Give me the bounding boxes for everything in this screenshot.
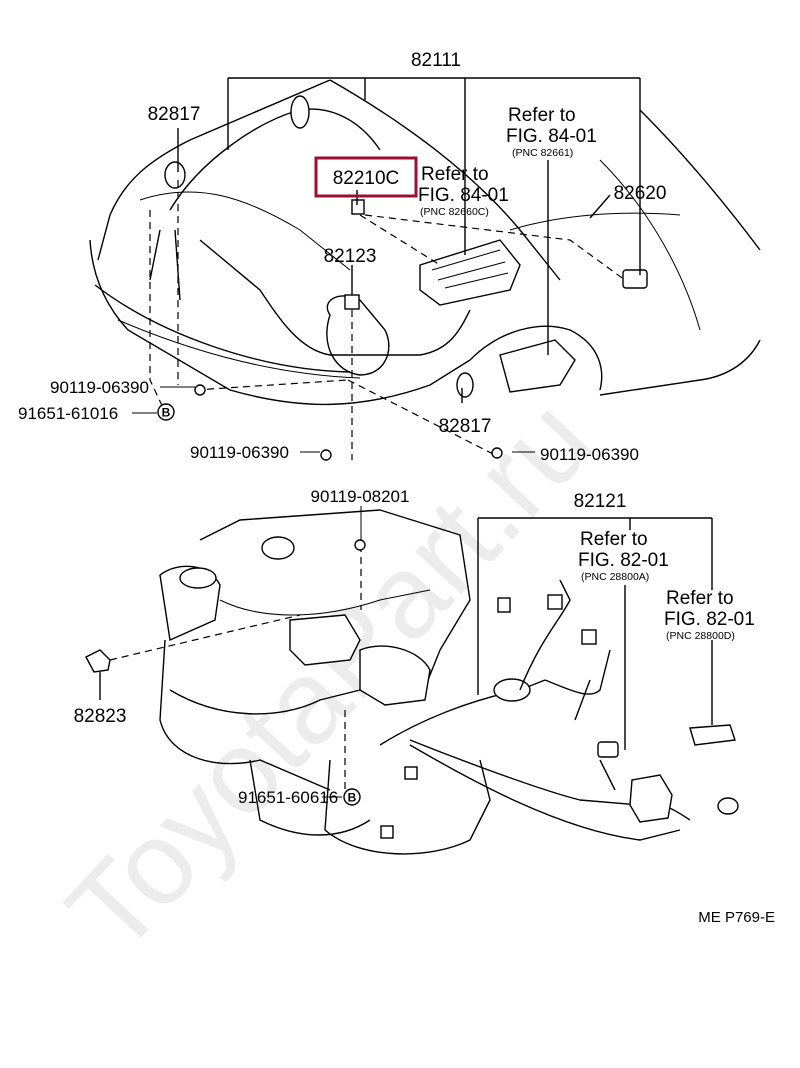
diagram-code: ME P769-E xyxy=(698,909,775,926)
ref-note-1-line1: Refer to xyxy=(508,105,576,126)
ref-note-4-pnc: (PNC 28800D) xyxy=(666,630,735,642)
ref-note-3-pnc: (PNC 28800A) xyxy=(581,571,649,583)
ref-note-84-01-82661: Refer to FIG. 84-01 (PNC 82661) xyxy=(506,105,597,159)
part-label-82823[interactable]: 82823 xyxy=(74,706,127,727)
ref-note-82-01-28800d: Refer to FIG. 82-01 (PNC 28800D) xyxy=(664,588,755,642)
ref-note-2-line1: Refer to xyxy=(421,164,489,185)
ref-note-3-line2[interactable]: FIG. 82-01 xyxy=(578,550,669,571)
part-label-90119-06390-b[interactable]: 90119-06390 xyxy=(190,443,289,462)
ref-note-4-line1: Refer to xyxy=(666,588,734,609)
part-label-82817-mid[interactable]: 82817 xyxy=(439,416,492,437)
ref-note-2-line2[interactable]: FIG. 84-01 xyxy=(418,185,509,206)
bolt-marker-2-text: B xyxy=(348,791,357,805)
part-label-82111[interactable]: 82111 xyxy=(411,50,461,71)
bolt-marker-1: B xyxy=(157,403,175,421)
fasteners xyxy=(194,384,503,551)
ref-note-84-01-82660c: Refer to FIG. 84-01 (PNC 82660C) xyxy=(418,164,509,218)
part-label-90119-06390-a[interactable]: 90119-06390 xyxy=(50,378,149,397)
bolt-marker-2: B xyxy=(343,788,361,806)
part-label-91651-60616[interactable]: 91651-60616 xyxy=(238,788,338,807)
part-label-82817-top[interactable]: 82817 xyxy=(148,104,201,125)
ref-note-1-line2[interactable]: FIG. 84-01 xyxy=(506,126,597,147)
bolt-marker-1-text: B xyxy=(162,406,171,420)
dashed-routing xyxy=(109,180,626,800)
highlight-box xyxy=(314,156,418,198)
ref-note-1-pnc: (PNC 82661) xyxy=(512,147,573,159)
part-label-82210c[interactable]: 82210C xyxy=(333,168,400,189)
part-label-82121[interactable]: 82121 xyxy=(574,491,627,512)
part-label-90119-08201[interactable]: 90119-08201 xyxy=(311,487,410,506)
part-labels: 82111 82817 82210C 82123 82620 82817 901… xyxy=(18,50,666,807)
watermark: ToyotaPart.ru xyxy=(42,374,617,977)
part-label-82123[interactable]: 82123 xyxy=(324,246,377,267)
part-label-91651-61016[interactable]: 91651-61016 xyxy=(18,404,118,423)
part-label-82620[interactable]: 82620 xyxy=(614,183,667,204)
ref-note-82-01-28800a: Refer to FIG. 82-01 (PNC 28800A) xyxy=(578,529,669,583)
leader-lines xyxy=(99,77,713,798)
part-label-90119-06390-c[interactable]: 90119-06390 xyxy=(540,445,639,464)
ref-note-4-line2[interactable]: FIG. 82-01 xyxy=(664,609,755,630)
ref-note-3-line1: Refer to xyxy=(580,529,648,550)
ref-note-2-pnc: (PNC 82660C) xyxy=(420,206,489,218)
car-body-drawing xyxy=(89,79,761,406)
